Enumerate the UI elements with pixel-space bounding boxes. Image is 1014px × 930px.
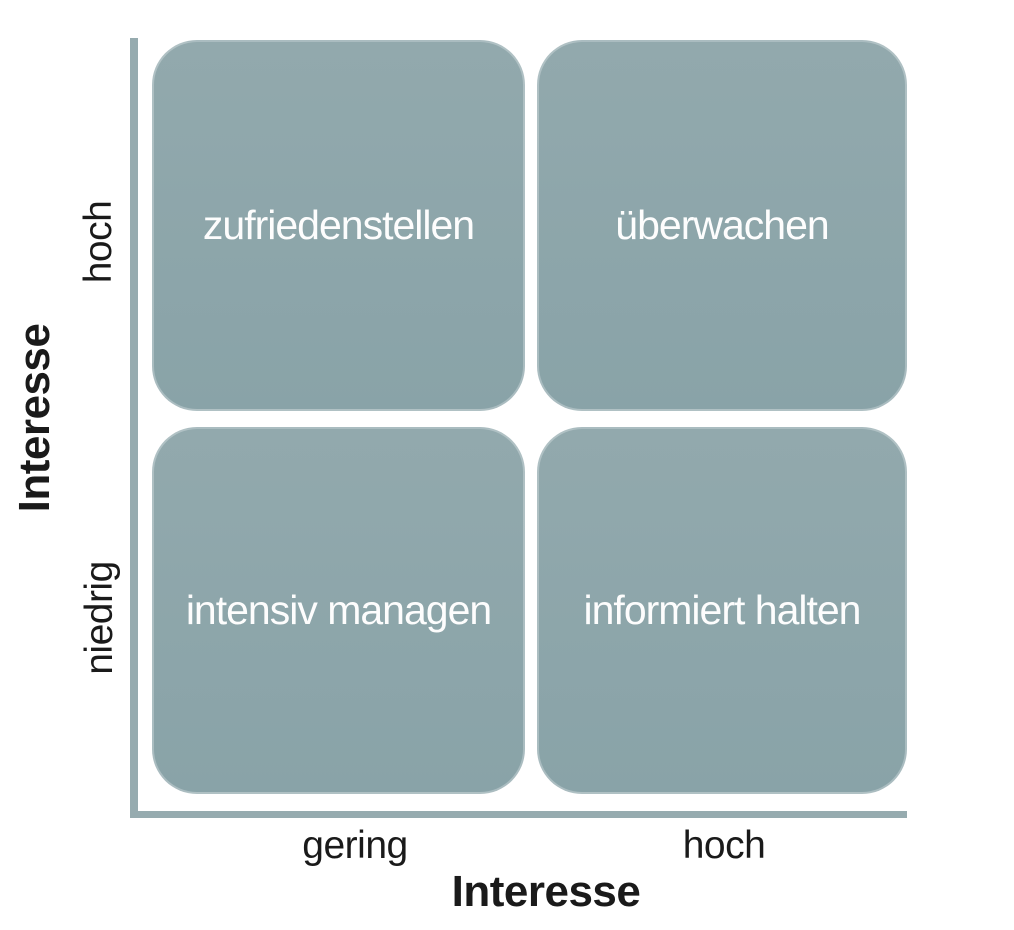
quadrant-top-right-label: überwachen [615,202,829,248]
quadrant-bottom-right-label: informiert halten [583,587,862,633]
y-axis-tick-hoch: hoch [77,200,120,284]
x-axis-tick-gering: gering [302,824,408,867]
quadrant-bottom-left: intensiv managen [152,427,525,794]
y-axis-line [130,38,138,818]
y-axis-tick-niedrig: niedrig [78,561,121,675]
x-axis-title: Interesse [451,867,641,916]
y-axis-title: Interesse [10,323,59,513]
quadrant-bottom-left-label: intensiv managen [185,587,492,633]
quadrant-bottom-right: informiert halten [537,427,907,794]
quadrant-top-left-label: zufriedenstellen [202,202,475,248]
quadrant-top-right: überwachen [537,40,907,411]
x-axis-tick-hoch: hoch [682,824,766,867]
quadrant-top-left: zufriedenstellen [152,40,525,411]
x-axis-line [130,811,907,818]
